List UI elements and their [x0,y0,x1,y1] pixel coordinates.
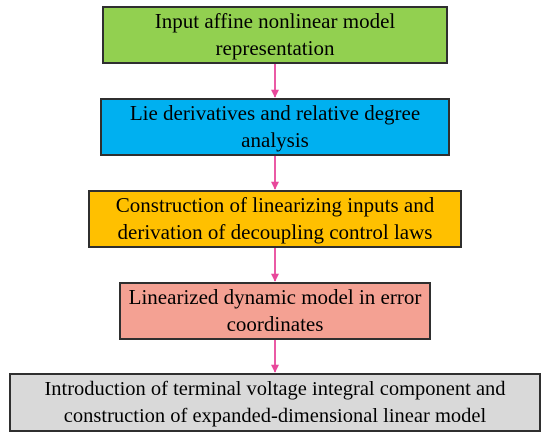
step-label: Construction of linearizing inputs and d… [115,193,435,244]
step-label: Introduction of terminal voltage integra… [44,377,506,427]
step-lie-derivatives: Lie derivatives and relative degree anal… [100,98,450,156]
step-label: Lie derivatives and relative degree anal… [129,101,421,152]
step-label: Linearized dynamic model in error coordi… [128,285,422,336]
step-linearizing-inputs: Construction of linearizing inputs and d… [88,190,462,248]
step-terminal-voltage-integral: Introduction of terminal voltage integra… [9,373,541,432]
step-linearized-model: Linearized dynamic model in error coordi… [119,282,431,340]
step-label: Input affine nonlinear model representat… [154,9,396,60]
step-input-affine-model: Input affine nonlinear model representat… [102,6,448,64]
